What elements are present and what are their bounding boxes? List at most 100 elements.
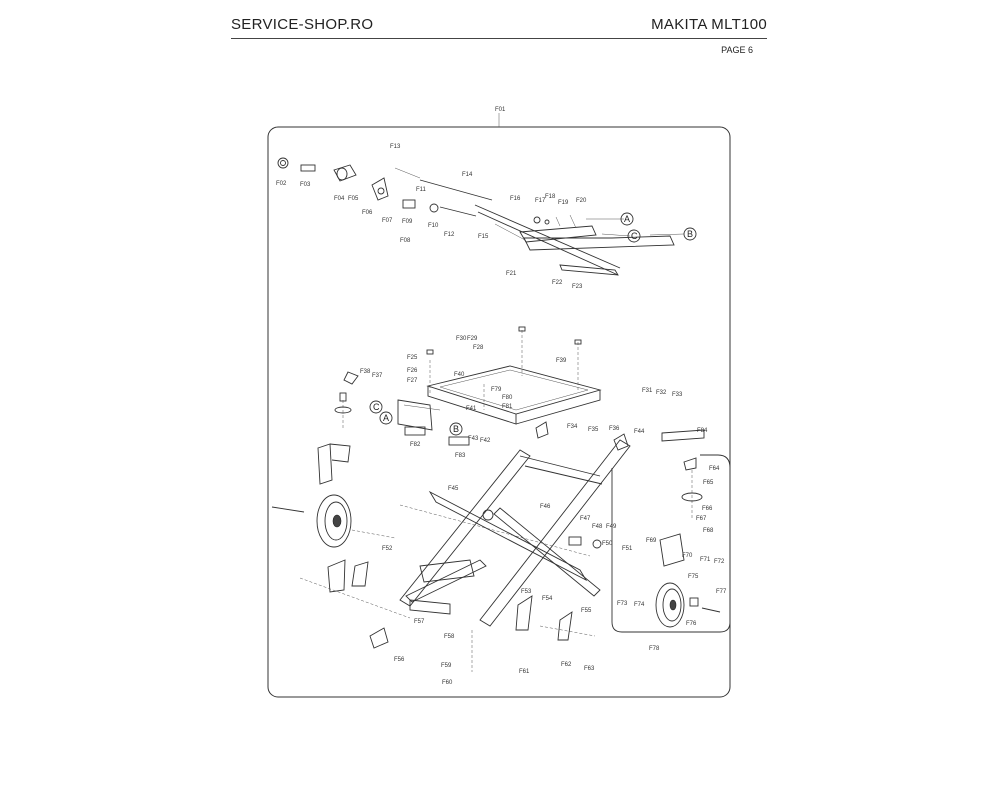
part-label-f58: F58 bbox=[444, 634, 455, 640]
ref-marker-label-a2: A bbox=[383, 413, 389, 423]
part-label-f61: F61 bbox=[519, 669, 530, 675]
part-label-f50: F50 bbox=[602, 541, 613, 547]
part-label-f62: F62 bbox=[561, 662, 572, 668]
part-label-f57: F57 bbox=[414, 619, 425, 625]
part-label-f06: F06 bbox=[362, 210, 373, 216]
ref-marker-label-b: B bbox=[687, 229, 693, 239]
ref-marker-label-c2: C bbox=[373, 402, 380, 412]
part-label-f41: F41 bbox=[466, 406, 477, 412]
part-label-f70: F70 bbox=[682, 553, 693, 559]
part-label-f22: F22 bbox=[552, 280, 563, 286]
part-label-f53: F53 bbox=[521, 589, 532, 595]
x-stand-frame bbox=[299, 421, 631, 672]
part-label-f15: F15 bbox=[478, 234, 489, 240]
ref-marker-a bbox=[379, 411, 393, 425]
part-label-f30: F30 bbox=[456, 336, 467, 342]
ref-marker-b bbox=[449, 422, 463, 436]
part-label-f42: F42 bbox=[480, 438, 491, 444]
part-label-f81: F81 bbox=[502, 404, 513, 410]
part-label-f28: F28 bbox=[473, 345, 484, 351]
part-label-f07: F07 bbox=[382, 218, 393, 224]
part-label-f20: F20 bbox=[576, 198, 587, 204]
part-label-f10: F10 bbox=[428, 223, 439, 229]
part-label-f09: F09 bbox=[402, 219, 413, 225]
part-label-f08: F08 bbox=[400, 238, 411, 244]
part-label-f18: F18 bbox=[545, 194, 556, 200]
part-label-f78: F78 bbox=[649, 646, 660, 652]
part-label-f13: F13 bbox=[390, 144, 401, 150]
part-label-f16: F16 bbox=[510, 196, 521, 202]
part-label-f67: F67 bbox=[696, 516, 707, 522]
handle-assembly bbox=[277, 157, 697, 276]
part-label-f55: F55 bbox=[581, 608, 592, 614]
site-name: SERVICE-SHOP.RO bbox=[231, 16, 374, 33]
part-label-f68: F68 bbox=[703, 528, 714, 534]
part-label-f63: F63 bbox=[584, 666, 595, 672]
part-label-f72: F72 bbox=[714, 559, 725, 565]
part-label-f47: F47 bbox=[580, 516, 591, 522]
page-number: PAGE 6 bbox=[721, 45, 753, 55]
part-label-f51: F51 bbox=[622, 546, 633, 552]
model-title: MAKITA MLT100 bbox=[651, 16, 767, 33]
part-label-f38: F38 bbox=[360, 369, 371, 375]
part-label-f79: F79 bbox=[491, 387, 502, 393]
part-label-f54: F54 bbox=[542, 596, 553, 602]
part-label-f29: F29 bbox=[467, 336, 478, 342]
part-label-f26: F26 bbox=[407, 368, 418, 374]
part-label-f71: F71 bbox=[700, 557, 711, 563]
part-label-f82: F82 bbox=[410, 442, 421, 448]
part-label-f74: F74 bbox=[634, 602, 645, 608]
part-label-f12: F12 bbox=[444, 232, 455, 238]
part-label-f48: F48 bbox=[592, 524, 603, 530]
ref-marker-c bbox=[369, 400, 383, 414]
part-label-f34: F34 bbox=[567, 424, 578, 430]
part-label-f49: F49 bbox=[606, 524, 617, 530]
part-label-f27: F27 bbox=[407, 378, 418, 384]
part-label-f76: F76 bbox=[686, 621, 697, 627]
part-label-f39: F39 bbox=[556, 358, 567, 364]
ref-marker-label-a: A bbox=[624, 214, 630, 224]
part-label-f25: F25 bbox=[407, 355, 418, 361]
part-label-f14: F14 bbox=[462, 172, 473, 178]
top-frame bbox=[397, 326, 705, 446]
left-wheel-assembly bbox=[271, 371, 396, 548]
assembly-label: F01 bbox=[495, 107, 506, 113]
part-label-f56: F56 bbox=[394, 657, 405, 663]
part-label-f52: F52 bbox=[382, 546, 393, 552]
part-label-f19: F19 bbox=[558, 200, 569, 206]
part-label-f23: F23 bbox=[572, 284, 583, 290]
part-label-f64: F64 bbox=[709, 466, 720, 472]
part-label-f32: F32 bbox=[656, 390, 667, 396]
part-label-f43: F43 bbox=[468, 436, 479, 442]
part-label-f60: F60 bbox=[442, 680, 453, 686]
part-label-f69: F69 bbox=[646, 538, 657, 544]
wheel-inset-frame bbox=[611, 454, 731, 633]
ref-marker-label-c: C bbox=[631, 231, 638, 241]
header-divider bbox=[231, 38, 767, 39]
part-label-f59: F59 bbox=[441, 663, 452, 669]
part-label-f75: F75 bbox=[688, 574, 699, 580]
part-label-f33: F33 bbox=[672, 392, 683, 398]
part-label-f37: F37 bbox=[372, 373, 383, 379]
part-label-f36: F36 bbox=[609, 426, 620, 432]
part-label-f77: F77 bbox=[716, 589, 727, 595]
part-label-f80: F80 bbox=[502, 395, 513, 401]
part-label-f03: F03 bbox=[300, 182, 311, 188]
part-label-f11: F11 bbox=[416, 187, 427, 193]
part-label-f45: F45 bbox=[448, 486, 459, 492]
part-label-f05: F05 bbox=[348, 196, 359, 202]
part-label-f83: F83 bbox=[455, 453, 466, 459]
part-label-f21: F21 bbox=[506, 271, 517, 277]
right-wheel-assembly bbox=[655, 457, 721, 628]
part-label-f17: F17 bbox=[535, 198, 546, 204]
part-label-f66: F66 bbox=[702, 506, 713, 512]
part-label-f65: F65 bbox=[703, 480, 714, 486]
part-label-f84: F84 bbox=[697, 428, 708, 434]
part-label-f46: F46 bbox=[540, 504, 551, 510]
part-label-f31: F31 bbox=[642, 388, 653, 394]
part-label-f40: F40 bbox=[454, 372, 465, 378]
part-label-f04: F04 bbox=[334, 196, 345, 202]
ref-marker-label-b2: B bbox=[453, 424, 459, 434]
